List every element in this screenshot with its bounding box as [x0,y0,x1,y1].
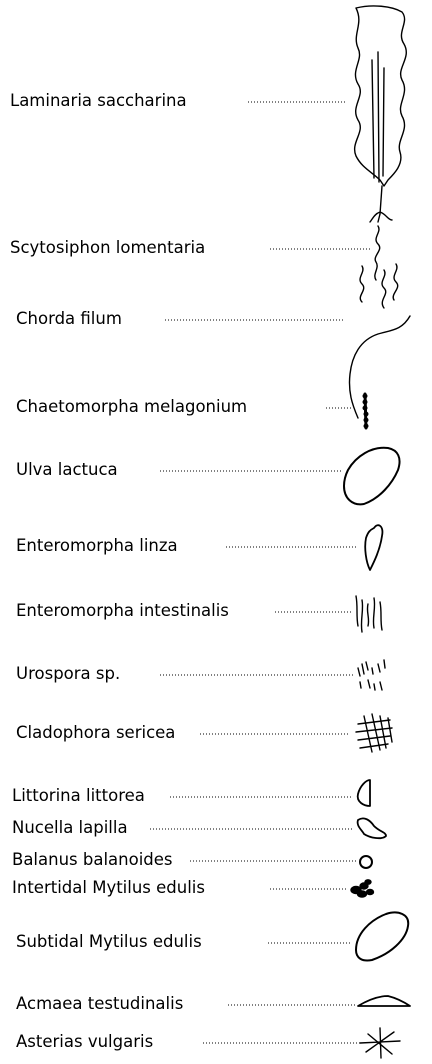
acmaea-testudinalis-icon [358,996,410,1006]
urospora-icon [358,660,385,690]
chaetomorpha-melagonium-icon [363,394,368,428]
laminaria-saccharina-icon [355,6,407,222]
asterias-vulgaris-icon [360,1028,400,1058]
enteromorpha-intestinalis-icon [356,596,382,632]
ulva-lactuca-icon [344,448,400,505]
subtidal-mytilus-edulis-icon [356,913,408,961]
scytosiphon-lomentaria-icon [360,226,398,308]
intertidal-mytilus-edulis-icon [351,880,374,897]
enteromorpha-linza-icon [365,525,382,570]
nucella-lapilla-icon [358,818,386,838]
leader-lines [150,102,372,1043]
littorina-littorea-icon [358,780,370,806]
balanus-balanoides-icon [360,856,372,868]
chorda-filum-icon [349,316,410,418]
cladophora-sericea-icon [356,714,392,752]
